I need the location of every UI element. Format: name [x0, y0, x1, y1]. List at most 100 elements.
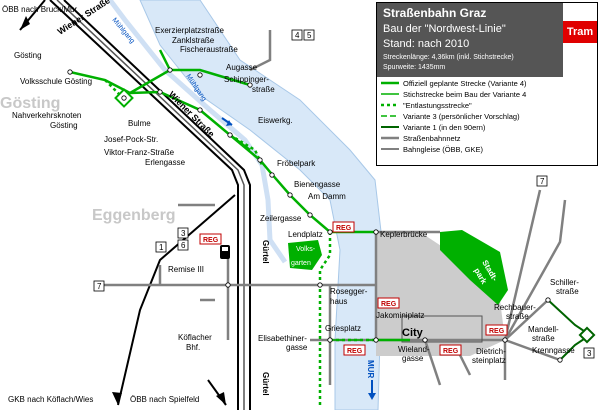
legend-panel: Straßenbahn Graz Bau der "Nordwest-Linie…: [376, 2, 598, 166]
rail-koeflacher-2: Bhf.: [186, 343, 200, 352]
legend-title: Straßenbahn Graz: [383, 6, 487, 20]
line-5: 5: [307, 31, 312, 40]
river-mur: [139, 0, 383, 410]
stop-kepler: Keplerbrücke: [380, 230, 428, 239]
stop-rosegger-1: Rosegger-: [330, 287, 368, 296]
tram-network: [100, 30, 567, 386]
reg-remise: REG: [203, 237, 219, 244]
line-7-left: 7: [97, 282, 102, 291]
stop-mandell-2: straße: [532, 334, 555, 343]
legend-item-3: "Entlastungsstrecke": [403, 101, 472, 110]
legend-item-7: Bahngleise (ÖBB, GKE): [403, 145, 484, 154]
volksgarten: [288, 240, 322, 270]
legend-keys: [381, 81, 399, 150]
volksgarten-label-2: garten: [291, 260, 311, 267]
volksgarten-label: Volks-: [296, 246, 316, 253]
stop-elisabethiner-1: Elisabethiner-: [258, 334, 307, 343]
railway-lines: [19, 0, 251, 410]
legend-subtitle: Bau der "Nordwest-Linie": [383, 23, 506, 35]
reg-badges: REG REG REG REG REG REG: [199, 221, 508, 356]
rail-spielfeld: ÖBB nach Spielfeld: [130, 395, 199, 404]
reg-rechbauer: REG: [489, 328, 505, 335]
rail-bruck: ÖBB nach Bruck/Mur: [2, 5, 77, 14]
stop-viktor: Viktor-Franz-Straße: [104, 148, 175, 157]
rail-koeflacher-1: Köflacher: [178, 333, 212, 342]
stop-dietrich-2: steinplatz: [472, 356, 506, 365]
legend-item-5: Variante 1 (in den 90ern): [403, 123, 486, 132]
rail-koeflach: GKB nach Köflach/Wies: [8, 395, 93, 404]
stop-krenn: Krenngasse: [532, 346, 575, 355]
stop-wieland-1: Wieland-: [398, 345, 430, 354]
legend-item-1: Offiziell geplante Strecke (Variante 4): [403, 79, 527, 88]
stop-gries: Griesplatz: [325, 324, 361, 333]
arrow-bruck-icon: [20, 16, 30, 30]
district-eggenberg: Eggenberg: [92, 207, 176, 224]
stop-eiswerk: Eiswerkg.: [258, 116, 293, 125]
stop-schiller-1: Schiller-: [550, 278, 579, 287]
stop-rechbauer-1: Rechbauer-: [494, 303, 536, 312]
line-number-boxes: [93, 29, 595, 359]
legend-gauge: Spurweite: 1435mm: [383, 64, 446, 71]
arrow-spielfeld-icon: [216, 392, 226, 405]
street-city: City: [402, 327, 424, 339]
stop-remise: Remise III: [168, 265, 204, 274]
line-3-remise: 3: [181, 229, 186, 238]
stop-bienen: Bienengasse: [294, 180, 341, 189]
legend-length: Streckenlänge: 4,36km (inkl. Stichstreck…: [383, 54, 514, 61]
stop-erlen: Erlengasse: [145, 158, 186, 167]
stop-jakomini: Jakominiplatz: [376, 311, 424, 320]
river-mur-label: MUR: [366, 360, 375, 378]
stop-wieland-2: gasse: [402, 354, 424, 363]
stop-nahverkehr-2: Gösting: [50, 121, 78, 130]
reg-gries: REG: [347, 348, 363, 355]
street-guertel-2: Gürtel: [261, 372, 270, 396]
stop-schipping-1: Schippinger-: [224, 75, 269, 84]
line-6: 6: [181, 241, 186, 250]
stops: [67, 67, 563, 363]
stop-elisabethiner-2: gasse: [286, 343, 308, 352]
street-guertel-1: Gürtel: [261, 240, 270, 264]
reg-jakomini: REG: [381, 301, 397, 308]
flow-arrowhead-icon: [226, 120, 232, 126]
line-1: 1: [159, 243, 164, 252]
krenngasse-junction-icon: [578, 326, 596, 344]
line-7-right: 7: [540, 177, 545, 186]
tram-badge: Tram: [563, 21, 597, 43]
legend-header: Straßenbahn Graz Bau der "Nordwest-Linie…: [377, 3, 563, 77]
stop-bulme: Bulme: [128, 119, 151, 128]
stop-exerzier: Exerzierplatzstraße: [155, 26, 224, 35]
stop-josef: Josef-Pock-Str.: [104, 135, 158, 144]
stop-nahverkehr-1: Nahverkehrsknoten: [12, 111, 81, 120]
legend-item-2: Stichstrecke beim Bau der Variante 4: [403, 90, 527, 99]
legend-item-6: Straßenbahnnetz: [403, 134, 461, 143]
depot-tram-window-icon: [222, 247, 228, 251]
reg-lend: REG: [336, 225, 352, 232]
stop-rechbauer-2: straße: [506, 312, 529, 321]
stop-amdamm: Am Damm: [308, 192, 346, 201]
stop-fischerau: Fischeraustraße: [180, 45, 238, 54]
stop-schiller-2: straße: [556, 287, 579, 296]
reg-wieland: REG: [443, 348, 459, 355]
stop-froebel: Fröbelpark: [277, 159, 316, 168]
stop-augasse: Augasse: [226, 63, 258, 72]
stop-zankl: Zanklstraße: [172, 36, 215, 45]
stop-mandell-1: Mandell-: [528, 325, 559, 334]
legend-stand: Stand: nach 2010: [383, 38, 470, 50]
stop-volksschule: Volksschule Gösting: [20, 77, 92, 86]
stop-lend: Lendplatz: [288, 230, 323, 239]
arrow-koeflach-icon: [112, 392, 122, 405]
muehlgang-canal: [108, 0, 288, 264]
stop-schipping-2: straße: [252, 85, 275, 94]
stop-goesting: Gösting: [14, 51, 42, 60]
legend-item-4: Variante 3 (persönlicher Vorschlag): [403, 112, 520, 121]
stop-rosegger-2: haus: [330, 297, 347, 306]
line-4: 4: [295, 31, 300, 40]
line-3-krenn: 3: [587, 349, 592, 358]
city-loop: [401, 315, 483, 343]
stop-dietrich-1: Dietrich-: [476, 347, 506, 356]
mur-arrowhead-icon: [368, 393, 376, 400]
district-goesting: Gösting: [0, 95, 60, 112]
stop-zeiler: Zeilergasse: [260, 214, 302, 223]
